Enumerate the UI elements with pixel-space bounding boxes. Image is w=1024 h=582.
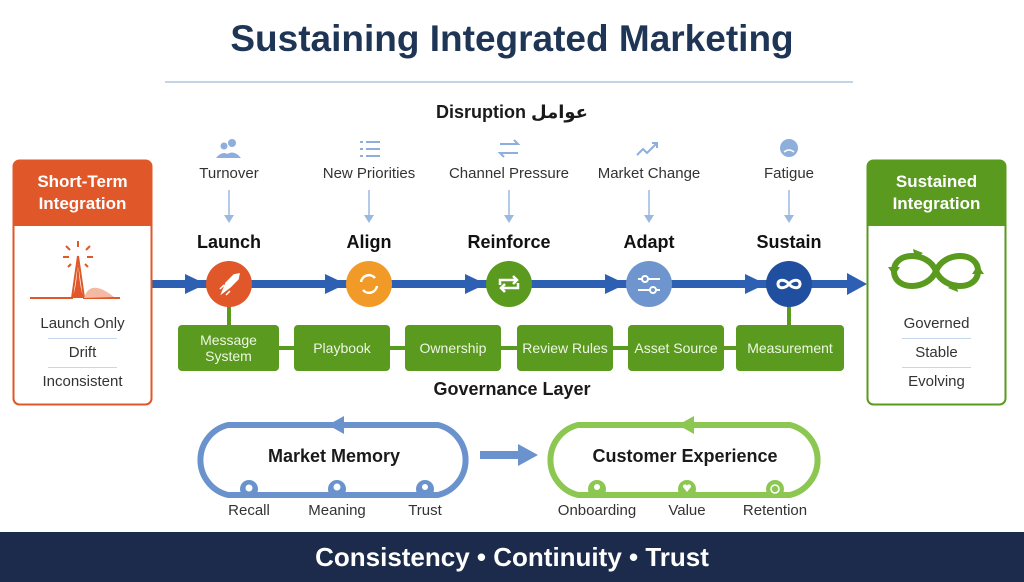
governance-review-rules: Review Rules bbox=[517, 325, 613, 371]
retention-refresh-icon bbox=[766, 480, 784, 498]
governance-message-system: Message System bbox=[178, 325, 279, 371]
governance-asset-source: Asset Source bbox=[628, 325, 724, 371]
sad-face-icon bbox=[780, 139, 798, 157]
divider bbox=[901, 338, 972, 339]
page-title: Sustaining Integrated Marketing bbox=[230, 18, 794, 59]
loop-item-recall: Recall bbox=[228, 502, 270, 519]
loop-item-onboarding: Onboarding bbox=[557, 502, 637, 519]
sustained-item: Evolving bbox=[908, 373, 965, 390]
loop-connector-arrow bbox=[518, 444, 538, 466]
stage-reinforce: Reinforce bbox=[467, 232, 551, 252]
align-circle bbox=[346, 261, 392, 307]
title-divider bbox=[165, 81, 853, 83]
short-term-item: Launch Only bbox=[40, 315, 125, 332]
disruption-channel-pressure: Channel Pressure bbox=[448, 165, 570, 182]
loop-item-meaning: Meaning bbox=[308, 502, 366, 519]
short-term-item: Inconsistent bbox=[42, 373, 123, 390]
checklist-icon bbox=[360, 141, 380, 157]
short-term-title: Short-Term Integration bbox=[13, 160, 152, 226]
governance-playbook: Playbook bbox=[294, 325, 390, 371]
loop-item-retention: Retention bbox=[742, 502, 808, 519]
market-memory-loop bbox=[197, 422, 469, 498]
spike-icon bbox=[30, 241, 120, 299]
disruption-fatigue: Fatigue bbox=[763, 165, 815, 182]
loop-item-value: Value bbox=[668, 502, 706, 519]
disruption-new-priorities: New Priorities bbox=[322, 165, 416, 182]
divider bbox=[901, 367, 972, 368]
stage-align: Align bbox=[346, 232, 392, 252]
swap-arrows-icon bbox=[497, 139, 521, 158]
sustained-integration-panel: Sustained Integration Governed Stable Ev… bbox=[867, 160, 1006, 405]
rocket-icon bbox=[219, 273, 240, 296]
people-icon bbox=[216, 139, 241, 158]
stage-adapt: Adapt bbox=[623, 232, 675, 252]
divider bbox=[47, 367, 118, 368]
governance-layer-label: Governance Layer bbox=[433, 379, 591, 399]
stage-sustain: Sustain bbox=[756, 232, 822, 252]
footer-banner: Consistency • Continuity • Trust bbox=[0, 532, 1024, 582]
infinity-icon bbox=[776, 278, 802, 290]
disruption-header: Disruption عوامل bbox=[436, 102, 588, 122]
disruption-turnover: Turnover bbox=[199, 165, 259, 182]
refresh-icon bbox=[359, 273, 379, 295]
stage-launch: Launch bbox=[196, 232, 262, 252]
market-memory-title: Market Memory bbox=[267, 446, 401, 466]
trend-up-icon bbox=[636, 142, 658, 156]
sustained-item: Stable bbox=[915, 344, 958, 361]
infinity-cycle-icon bbox=[888, 249, 984, 292]
sustained-title: Sustained Integration bbox=[867, 160, 1006, 226]
short-term-item: Drift bbox=[68, 344, 97, 361]
repeat-icon bbox=[498, 275, 520, 293]
loop-item-trust: Trust bbox=[408, 502, 442, 519]
governance-measurement: Measurement bbox=[736, 325, 844, 371]
customer-experience-title: Customer Experience bbox=[592, 446, 778, 466]
sustained-item: Governed bbox=[903, 315, 970, 332]
governance-ownership: Ownership bbox=[405, 325, 501, 371]
sliders-icon bbox=[638, 275, 660, 294]
adapt-circle bbox=[626, 261, 672, 307]
disruption-market-change: Market Change bbox=[597, 165, 701, 182]
customer-experience-loop bbox=[547, 422, 821, 498]
divider bbox=[47, 338, 118, 339]
reinforce-circle bbox=[486, 261, 532, 307]
short-term-integration-panel: Short-Term Integration Launch Only Drift… bbox=[13, 160, 152, 405]
